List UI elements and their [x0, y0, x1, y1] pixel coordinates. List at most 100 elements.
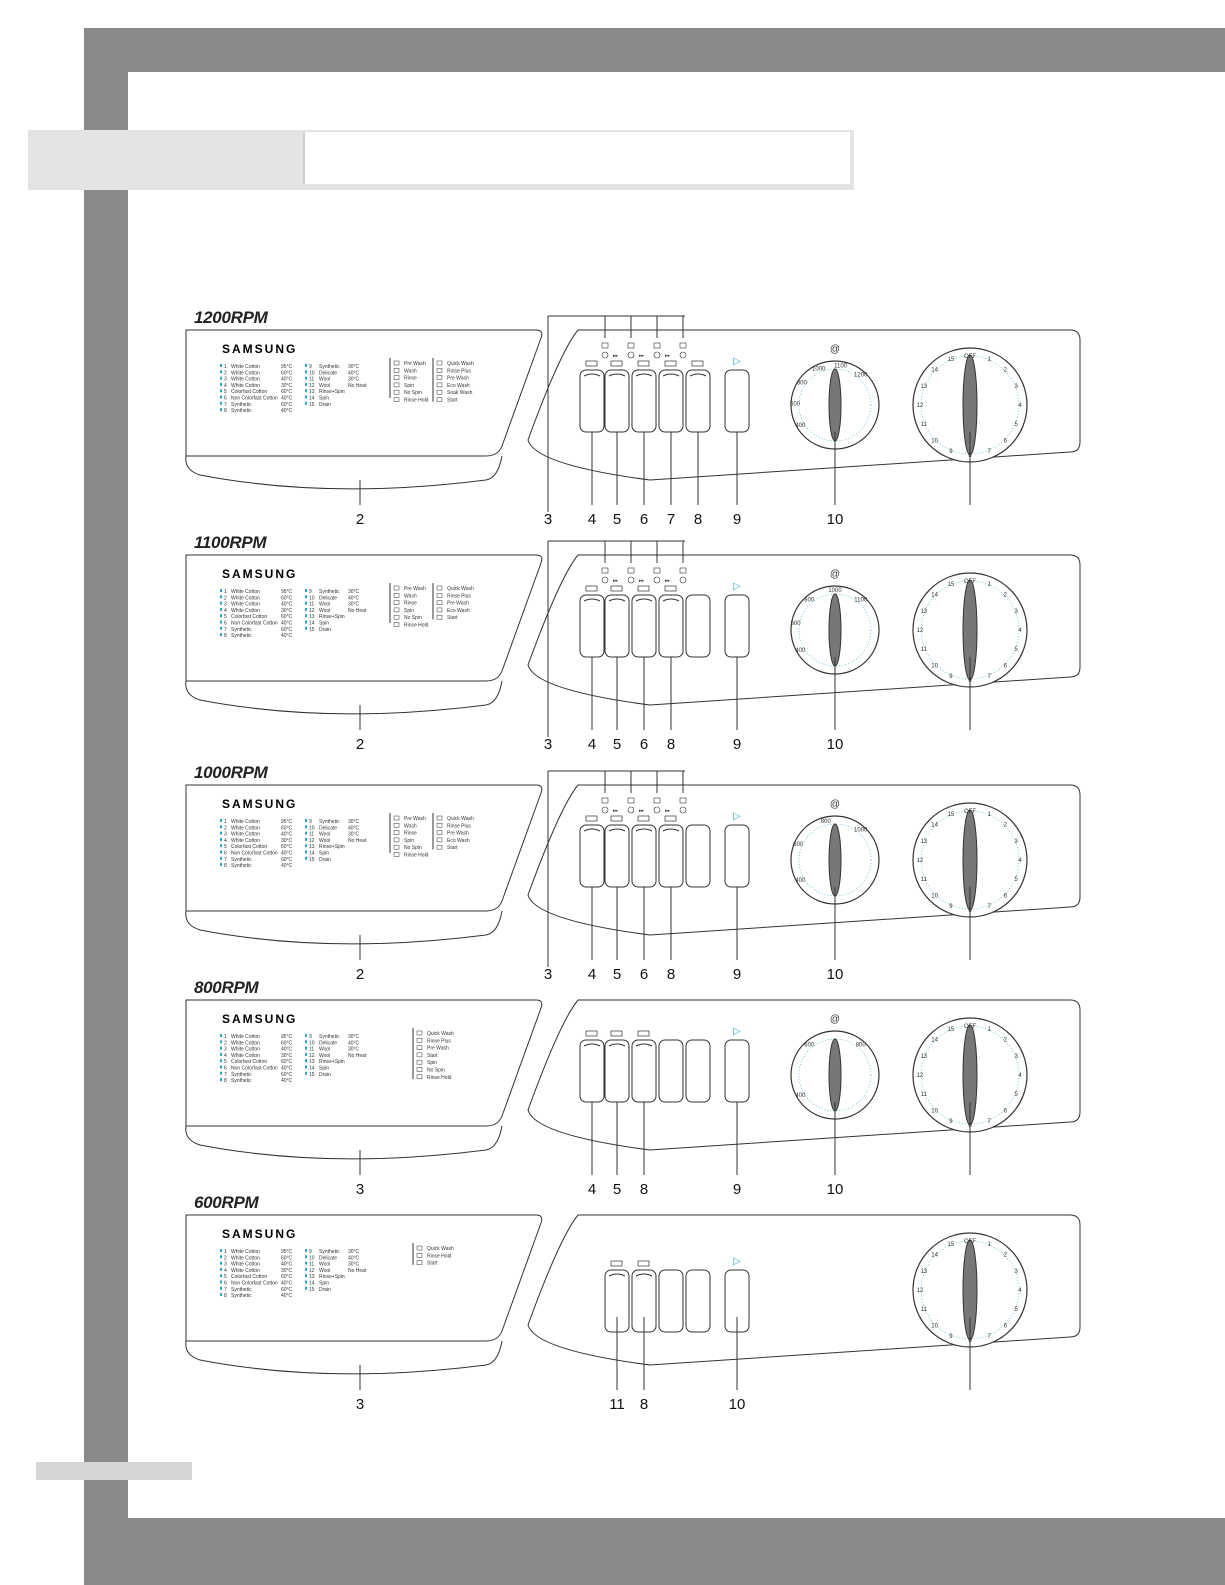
program-number: 2	[224, 825, 227, 831]
spin-dial-knob[interactable]	[828, 823, 842, 897]
program-name: Wool	[319, 1047, 330, 1053]
option-button[interactable]	[579, 594, 605, 658]
control-panel	[527, 329, 1081, 481]
program-name: Colorfast Cotton	[231, 389, 267, 395]
program-name: White Cotton	[231, 370, 260, 376]
program-dial-ring	[920, 1025, 1020, 1125]
spin-dial-knob[interactable]	[828, 593, 842, 667]
dial-program-number: 13	[920, 1054, 927, 1060]
spin-speed-label: 800	[804, 597, 815, 603]
program-name: White Cotton	[231, 377, 260, 383]
dial-program-number: 10	[931, 438, 938, 444]
callout-number: 6	[640, 966, 648, 983]
program-marker	[305, 620, 307, 624]
spin-speed-label: 400	[795, 878, 806, 884]
dial-program-number: 7	[987, 904, 991, 910]
drawer-handle[interactable]	[185, 1340, 503, 1375]
option-button[interactable]	[658, 369, 684, 433]
dial-program-number: 13	[920, 384, 927, 390]
indicator-light	[679, 576, 687, 584]
option-button[interactable]	[579, 824, 605, 888]
option-button[interactable]	[604, 369, 630, 433]
start-button[interactable]	[724, 369, 750, 433]
program-temp: 95°C	[281, 1034, 293, 1040]
drawer-handle[interactable]	[185, 1125, 503, 1160]
dial-program-number: 10	[931, 1108, 938, 1114]
program-temp: 30°C	[348, 602, 360, 608]
button-highlight	[635, 1273, 653, 1277]
dial-program-number: 7	[987, 1334, 991, 1340]
drawer-handle[interactable]	[185, 680, 503, 715]
legend-icon	[393, 823, 400, 828]
program-temp: 30°C	[281, 383, 293, 389]
program-name: Synthetic	[231, 633, 252, 639]
option-button[interactable]	[631, 594, 657, 658]
legend-icon	[393, 600, 400, 605]
program-number: 12	[309, 838, 315, 844]
spin-dial-knob[interactable]	[828, 1038, 842, 1112]
button-highlight	[583, 828, 601, 832]
start-button[interactable]	[724, 1039, 750, 1103]
program-name: White Cotton	[231, 819, 260, 825]
callout-number: 3	[356, 1396, 364, 1413]
program-name: Synthetic	[231, 627, 252, 633]
legend-label: Rinse	[404, 601, 417, 607]
program-number: 9	[309, 589, 312, 595]
program-marker	[305, 1040, 307, 1044]
callout-number: 8	[640, 1181, 648, 1198]
program-number: 5	[224, 1274, 227, 1280]
start-button[interactable]	[724, 594, 750, 658]
legend-icon	[393, 622, 400, 627]
indicator-arrow: ▸▸	[613, 578, 619, 584]
option-button[interactable]	[604, 1039, 630, 1103]
program-name: White Cotton	[231, 1040, 260, 1046]
option-button[interactable]	[604, 824, 630, 888]
legend-label: Quick Wash	[447, 816, 474, 822]
option-button[interactable]	[658, 824, 684, 888]
option-button[interactable]	[579, 369, 605, 433]
option-button[interactable]	[631, 369, 657, 433]
program-name: Spin	[319, 1281, 329, 1287]
drawer-handle[interactable]	[185, 455, 503, 490]
program-temp: 40°C	[348, 595, 360, 601]
program-number: 1	[224, 819, 227, 825]
start-button[interactable]	[724, 824, 750, 888]
program-marker	[220, 1267, 222, 1271]
dial-program-number: 10	[931, 893, 938, 899]
program-marker	[305, 601, 307, 605]
program-number: 5	[224, 1059, 227, 1065]
program-name: Synthetic	[231, 402, 252, 408]
option-button[interactable]	[604, 594, 630, 658]
option-button[interactable]	[658, 594, 684, 658]
legend-label: Rinse	[404, 376, 417, 382]
dial-program-number: 11	[921, 647, 928, 653]
program-name: Wool	[319, 608, 330, 614]
detergent-drawer-panel	[185, 554, 543, 682]
legend-icon	[436, 389, 443, 395]
program-name: Rinse+Spin	[319, 1274, 345, 1280]
dial-program-number: 5	[1015, 1092, 1019, 1098]
program-marker	[220, 819, 222, 822]
option-button[interactable]	[685, 369, 711, 433]
program-number: 14	[309, 1281, 315, 1287]
dial-program-number: 15	[948, 812, 955, 818]
program-number: 1	[224, 364, 227, 370]
callout-number: 5	[613, 736, 621, 753]
spin-dial-knob[interactable]	[828, 368, 842, 442]
program-marker	[220, 831, 222, 835]
dial-program-number: 11	[921, 1307, 928, 1313]
drawer-handle[interactable]	[185, 910, 503, 945]
option-button[interactable]	[579, 1039, 605, 1103]
dial-program-number: 14	[931, 368, 938, 374]
frame-bottom-bar	[84, 1518, 1225, 1585]
spin-speed-label: 1200	[854, 372, 868, 378]
legend-label: Pre Wash	[404, 816, 426, 822]
spin-speed-label: 400	[795, 648, 806, 654]
program-marker	[305, 1065, 307, 1069]
program-number: 13	[309, 614, 315, 620]
option-button[interactable]	[631, 824, 657, 888]
program-number: 7	[224, 857, 227, 863]
option-button[interactable]	[631, 1039, 657, 1103]
detergent-drawer-panel	[185, 329, 543, 457]
